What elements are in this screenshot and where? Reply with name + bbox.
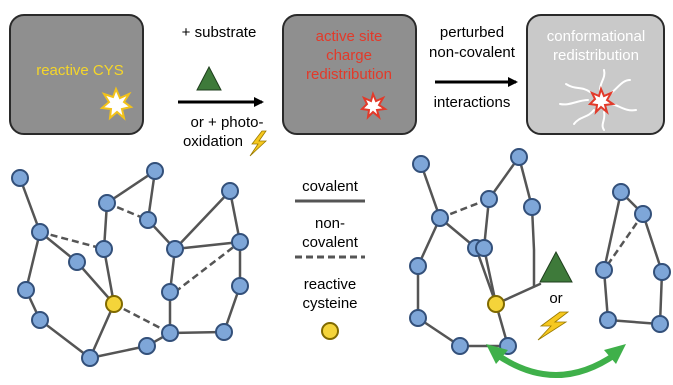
arrow1-above: + substrate — [182, 24, 257, 41]
box-active-line2: charge — [326, 47, 372, 64]
legend-cysteine-node — [321, 322, 339, 340]
right-or-label: or — [549, 290, 562, 307]
arrow1-below-2: oxidation — [183, 133, 243, 150]
legend: covalent non- covalent reactive cysteine — [295, 178, 365, 340]
arrow-perturbed: perturbed non-covalent interactions — [429, 24, 518, 111]
arrow2-below: interactions — [434, 94, 511, 111]
arrow-substrate: + substrate or + photo- oxidation — [178, 24, 268, 157]
box-conformational-line2: redistribution — [553, 47, 639, 64]
arrow2-above-1: perturbed — [440, 24, 504, 41]
legend-covalent-label: covalent — [302, 178, 359, 195]
legend-noncovalent-line2: covalent — [302, 234, 359, 251]
arrow2-above-2: non-covalent — [429, 44, 516, 61]
legend-noncovalent-line1: non- — [315, 215, 345, 232]
legend-cysteine-line1: reactive — [304, 276, 357, 293]
starburst-icon — [359, 91, 388, 120]
left-network — [11, 162, 249, 367]
curved-double-arrow-icon — [486, 344, 626, 378]
substrate-triangle-icon — [539, 250, 573, 283]
lightning-bolt-icon — [537, 311, 570, 341]
box-active-line1: active site — [316, 28, 383, 45]
reactive-cysteine-node — [487, 295, 505, 313]
box-conformational: conformational redistribution — [526, 14, 665, 135]
lightning-bolt-icon — [249, 130, 268, 157]
starburst-icon — [99, 86, 134, 121]
wiggle-lines — [559, 69, 637, 131]
legend-cysteine-line2: cysteine — [302, 295, 357, 312]
box-reactive-cys: reactive CYS — [9, 14, 144, 135]
reactive-cysteine-node — [105, 295, 123, 313]
arrow1-below-1: or + photo- — [191, 114, 264, 131]
box-active-line3: redistribution — [306, 66, 392, 83]
box-reactive-label: reactive CYS — [36, 62, 124, 79]
substrate-triangle-icon — [196, 65, 222, 91]
box-active-site: active site charge redistribution — [282, 14, 417, 135]
right-network: or — [409, 148, 671, 355]
box-conformational-line1: conformational — [547, 28, 645, 45]
starburst-icon — [587, 86, 616, 115]
